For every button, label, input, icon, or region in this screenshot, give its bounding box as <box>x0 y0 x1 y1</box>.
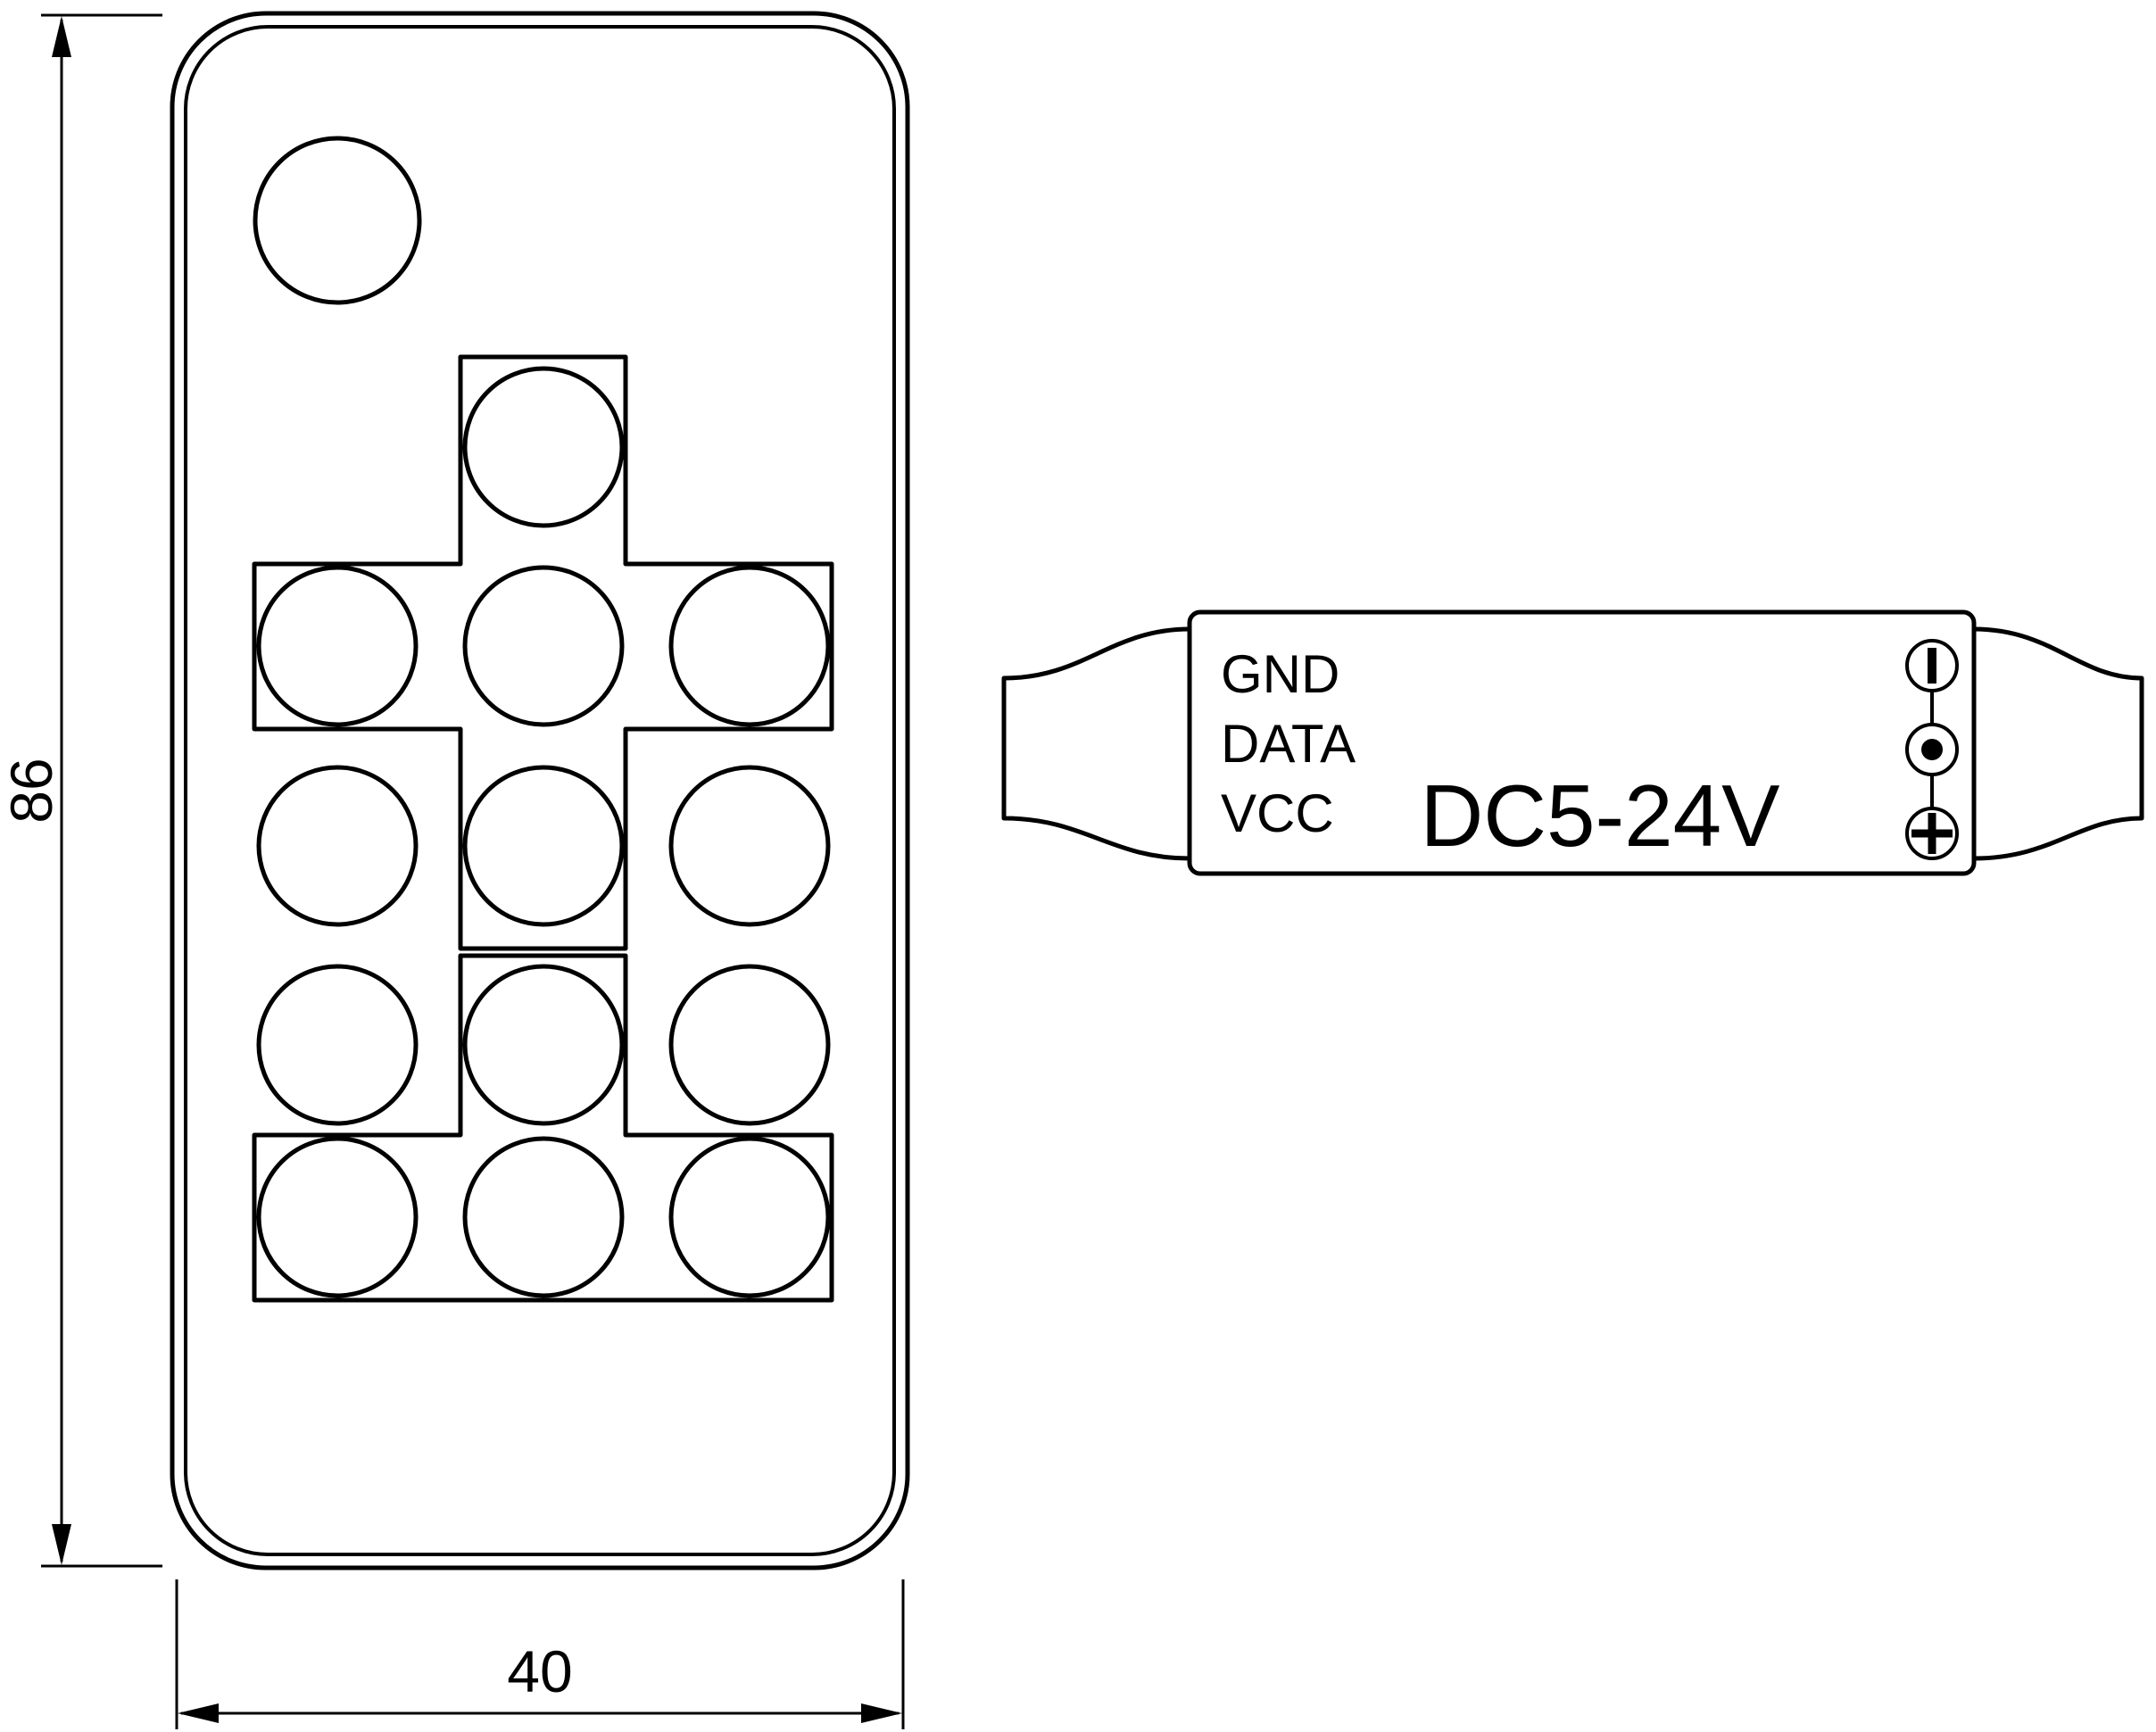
width-dimension-label: 40 <box>507 1638 572 1704</box>
height-arrow-bottom <box>52 1524 71 1565</box>
pin-label-vcc: VCC <box>1221 783 1334 843</box>
module-right-connector <box>1973 626 2144 861</box>
power-button <box>253 136 422 305</box>
data-terminal-icon <box>1905 723 1959 776</box>
remote-inner-outline <box>184 25 896 1556</box>
module-body-outline <box>1187 609 1977 876</box>
plus-terminal-icon <box>1905 807 1959 860</box>
bottom-t-outline <box>252 953 834 1303</box>
remote-control-drawing <box>170 11 910 1570</box>
width-arrow-right <box>861 1703 902 1723</box>
width-arrow-left <box>178 1703 219 1723</box>
button-up <box>462 366 625 528</box>
button-row5-right <box>668 1136 831 1298</box>
height-dimension <box>41 13 162 1568</box>
button-row5-left <box>256 1136 419 1298</box>
button-center <box>462 565 625 727</box>
voltage-label: DC5-24V <box>1420 767 1779 865</box>
button-row5-middle <box>462 1136 625 1298</box>
height-dimension-label: 86 <box>0 758 64 823</box>
controller-module-drawing <box>1001 609 2144 876</box>
module-left-connector <box>1001 626 1190 861</box>
button-row3-right <box>668 765 831 927</box>
button-right <box>668 565 831 727</box>
width-dimension <box>175 1579 905 1729</box>
button-row4-right <box>668 964 831 1126</box>
button-row3-left <box>256 765 419 927</box>
pin-label-gnd: GND <box>1221 644 1339 704</box>
button-down <box>462 765 625 927</box>
pin-label-data: DATA <box>1221 714 1356 774</box>
dpad-cross-outline <box>252 354 834 951</box>
data-terminal-dot <box>1921 739 1943 760</box>
button-row4-left <box>256 964 419 1126</box>
height-arrow-top <box>52 16 71 57</box>
button-left <box>256 565 419 727</box>
button-row4-middle <box>462 964 625 1126</box>
remote-outer-outline <box>170 11 910 1570</box>
minus-terminal-icon <box>1905 639 1959 692</box>
